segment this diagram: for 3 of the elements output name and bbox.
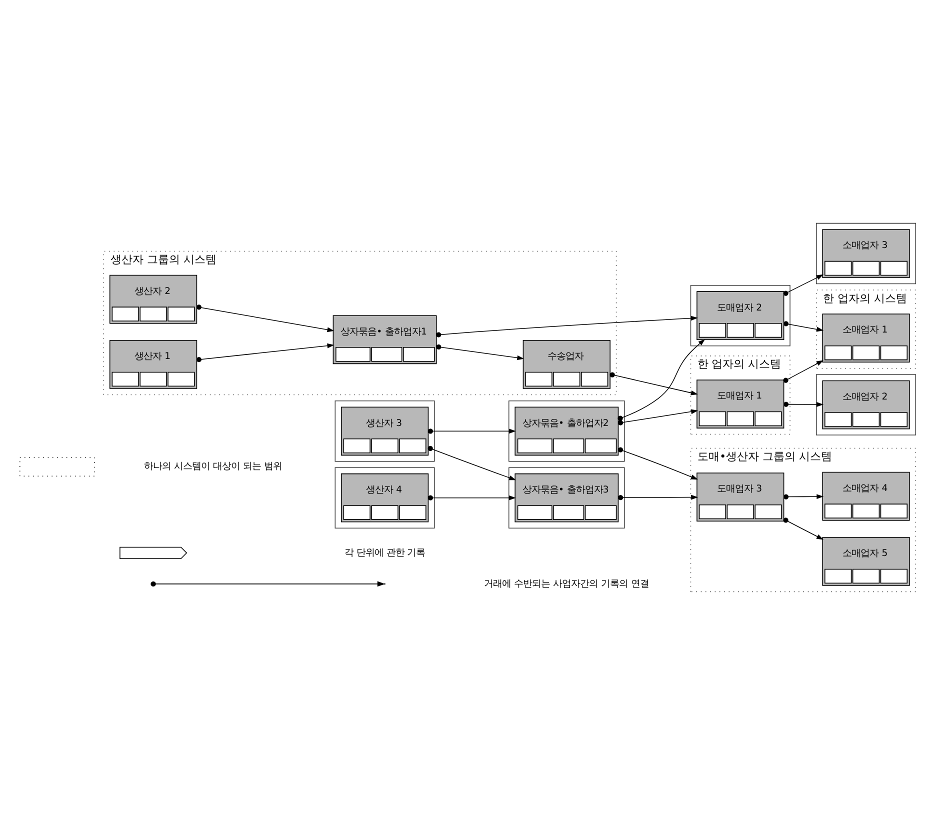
- legend-label: 각 단위에 관한 기록: [344, 546, 426, 558]
- legend-label: 거래에 수반되는 사업자간의 기록의 연결: [484, 578, 650, 589]
- legend-label: 하나의 시스템이 대상이 되는 범위: [144, 460, 282, 472]
